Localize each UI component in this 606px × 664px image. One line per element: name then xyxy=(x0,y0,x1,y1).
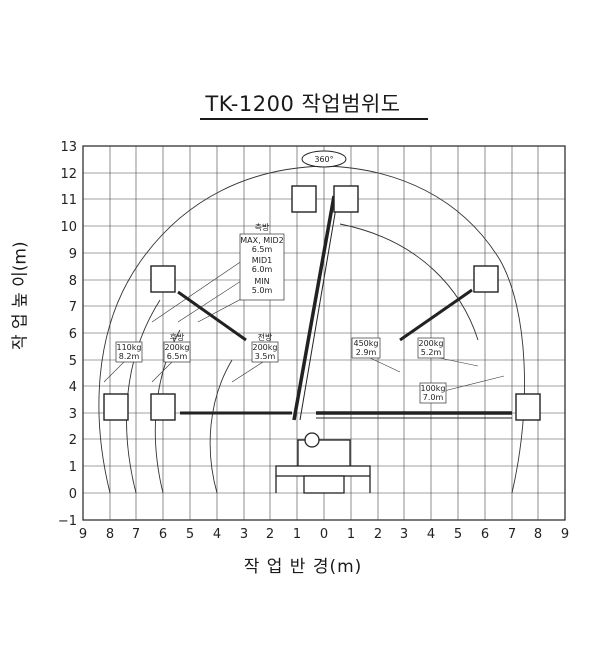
y-tick: 4 xyxy=(69,380,77,395)
svg-text:6.0m: 6.0m xyxy=(252,265,273,274)
svg-text:200kg: 200kg xyxy=(165,343,190,352)
x-tick: 8 xyxy=(106,527,114,542)
x-tick-labels: 9 8 7 6 5 4 3 2 1 0 1 2 3 4 5 6 7 8 9 xyxy=(79,527,569,542)
y-tick-labels: 13 12 11 10 9 8 7 6 5 4 3 2 1 0 −1 xyxy=(58,140,77,529)
y-tick: 2 xyxy=(69,433,77,448)
y-tick: −1 xyxy=(58,514,77,529)
svg-text:MIN: MIN xyxy=(254,277,269,286)
x-tick: 4 xyxy=(427,527,435,542)
envelope-front xyxy=(209,359,233,494)
svg-text:6.5m: 6.5m xyxy=(167,352,188,361)
title-underline xyxy=(200,118,428,120)
boom-left-diagonal xyxy=(177,290,247,342)
svg-text:3.5m: 3.5m xyxy=(255,352,276,361)
booms xyxy=(177,195,512,421)
box-side xyxy=(239,233,285,301)
truck-chassis xyxy=(303,475,345,494)
y-tick: 11 xyxy=(60,193,77,208)
rotation-indicator xyxy=(301,150,347,168)
svg-text:2.9m: 2.9m xyxy=(356,348,377,357)
basket-top-right xyxy=(333,185,359,213)
y-tick: 5 xyxy=(69,354,77,369)
y-tick: 6 xyxy=(69,327,77,342)
x-tick: 2 xyxy=(266,527,274,542)
box-100kg xyxy=(419,382,447,404)
svg-text:200kg: 200kg xyxy=(253,343,278,352)
x-tick: 9 xyxy=(79,527,87,542)
basket-right xyxy=(515,393,541,421)
y-tick: 7 xyxy=(69,300,77,315)
box-200kg-front xyxy=(251,341,279,363)
x-tick: 7 xyxy=(508,527,516,542)
basket-upper-right xyxy=(473,265,499,293)
x-tick: 3 xyxy=(240,527,248,542)
y-tick: 9 xyxy=(69,247,77,262)
x-tick: 5 xyxy=(186,527,194,542)
boom-vertical xyxy=(292,195,336,421)
svg-text:8.2m: 8.2m xyxy=(119,352,140,361)
x-tick: 8 xyxy=(534,527,542,542)
basket-upper-left xyxy=(150,265,176,293)
label-side: 측방 xyxy=(255,222,270,232)
boom-vertical-inner xyxy=(299,195,339,421)
left-annotations: 측방 MAX, MID2 6.5m MID1 6.0m MIN 5.0m 후방 … xyxy=(115,222,285,363)
y-tick: 8 xyxy=(69,274,77,289)
y-tick: 10 xyxy=(60,220,77,235)
x-tick: 6 xyxy=(159,527,167,542)
right-annotations: 450kg 2.9m 200kg 5.2m 100kg 7.0m xyxy=(351,337,447,404)
x-tick: 3 xyxy=(400,527,408,542)
y-tick: 0 xyxy=(69,487,77,502)
x-tick: 2 xyxy=(374,527,382,542)
boom-right-diagonal xyxy=(399,288,473,342)
truck-deck xyxy=(275,465,371,477)
x-tick: 1 xyxy=(347,527,355,542)
x-tick: 6 xyxy=(481,527,489,542)
svg-text:100kg: 100kg xyxy=(421,384,446,393)
x-tick: 9 xyxy=(561,527,569,542)
svg-text:110kg: 110kg xyxy=(117,343,142,352)
truck-base xyxy=(275,432,371,494)
svg-text:6.5m: 6.5m xyxy=(252,245,273,254)
box-200kg-right xyxy=(417,337,445,359)
x-tick: 5 xyxy=(454,527,462,542)
diagram-title: TK-1200 작업범위도 xyxy=(205,92,401,116)
label-front: 전방 xyxy=(258,332,273,342)
box-450kg xyxy=(351,337,381,359)
y-tick: 1 xyxy=(69,460,77,475)
x-tick: 4 xyxy=(213,527,221,542)
y-tick: 3 xyxy=(69,407,77,422)
y-tick: 13 xyxy=(60,140,77,155)
y-axis-title: 작 업 높 이(m) xyxy=(10,241,31,350)
svg-text:450kg: 450kg xyxy=(354,339,379,348)
svg-text:5.0m: 5.0m xyxy=(252,286,273,295)
box-200kg-rear xyxy=(163,341,191,363)
label-rear: 후방 xyxy=(170,332,185,342)
x-tick: 1 xyxy=(293,527,301,542)
svg-text:MAX, MID2: MAX, MID2 xyxy=(240,236,283,245)
svg-text:5.2m: 5.2m xyxy=(421,348,442,357)
basket-far-left xyxy=(103,393,129,421)
basket-top-left xyxy=(291,185,317,213)
svg-text:200kg: 200kg xyxy=(419,339,444,348)
box-110kg xyxy=(115,341,143,363)
x-tick: 7 xyxy=(132,527,140,542)
x-axis-title: 작 업 반 경(m) xyxy=(243,557,363,577)
x-tick: 0 xyxy=(320,527,328,542)
baskets xyxy=(103,185,541,421)
svg-text:MID1: MID1 xyxy=(252,256,273,265)
boom-pivot xyxy=(304,432,320,448)
envelope-right-inner xyxy=(339,223,479,341)
rotation-label: 360° xyxy=(314,155,333,164)
y-tick: 12 xyxy=(60,167,77,182)
svg-text:7.0m: 7.0m xyxy=(423,393,444,402)
basket-left xyxy=(150,393,176,421)
